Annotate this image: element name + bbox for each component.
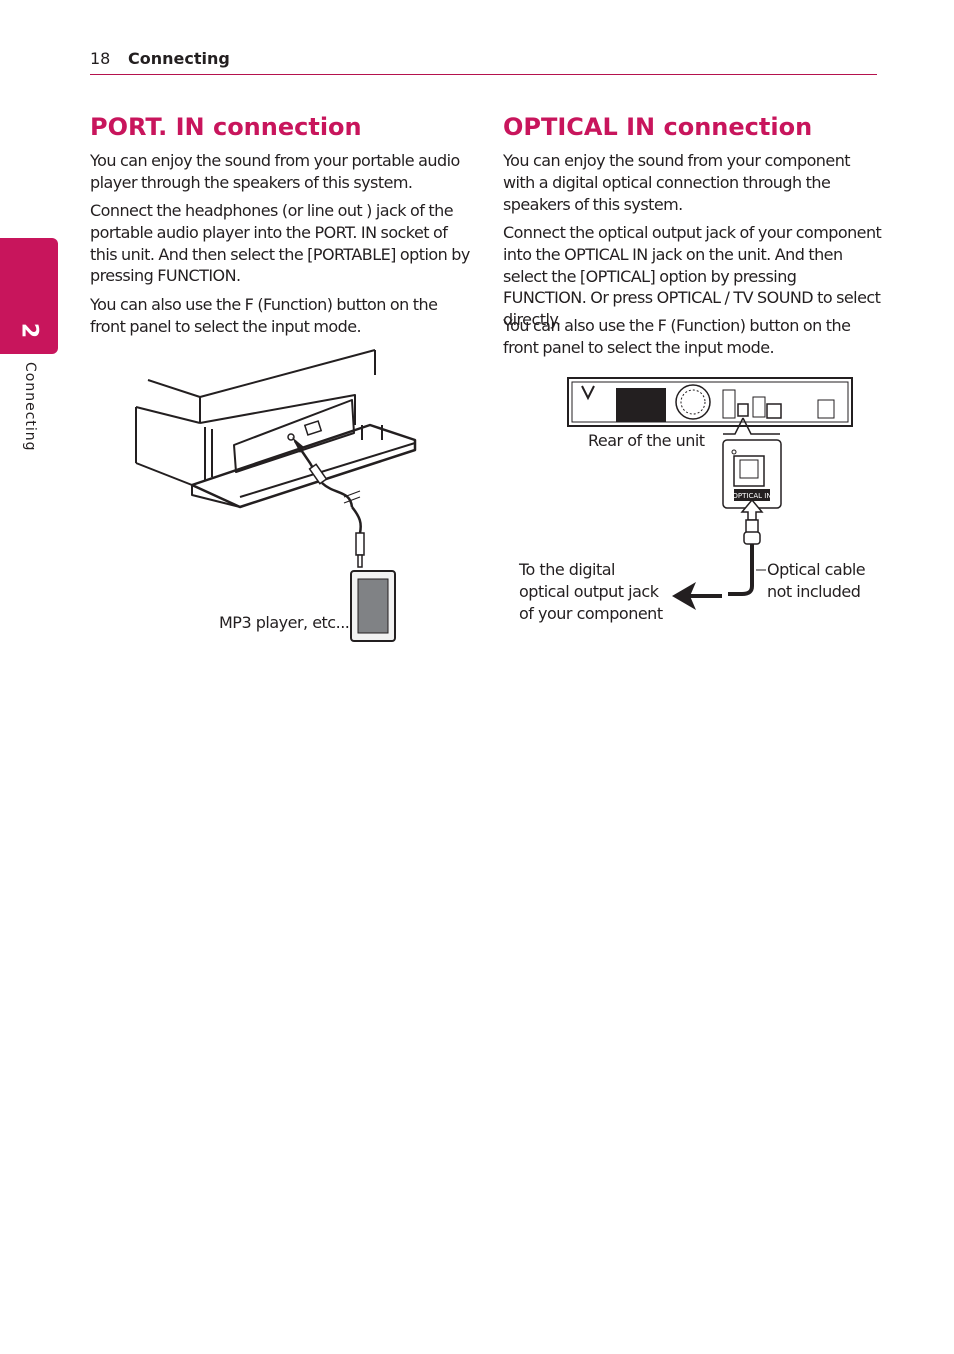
header-rule — [90, 74, 877, 75]
page-number: 18 — [90, 49, 111, 68]
port-in-illustration — [135, 349, 417, 642]
chapter-number: 2 — [16, 322, 42, 339]
port-in-title: PORT. IN connection — [90, 113, 362, 141]
port-in-para-1: You can enjoy the sound from your portab… — [90, 151, 460, 192]
optical-cable-caption-line-1: Optical cable — [767, 560, 866, 579]
optical-in-para-3: You can also use the F (Function) button… — [503, 316, 851, 357]
rear-unit-caption: Rear of the unit — [588, 431, 705, 450]
optical-in-illustration: OPTICAL IN — [567, 377, 853, 610]
optical-in-para-1: You can enjoy the sound from your compon… — [503, 151, 851, 214]
port-in-para-3: You can also use the F (Function) button… — [90, 295, 438, 336]
optical-in-title: OPTICAL IN connection — [503, 113, 813, 141]
optical-in-para-2: Connect the optical output jack of your … — [503, 223, 882, 330]
chapter-tab — [0, 238, 58, 354]
optical-jack-label: OPTICAL IN — [732, 492, 771, 500]
output-jack-caption-line-3: of your component — [519, 604, 663, 623]
output-jack-caption-line-1: To the digital — [519, 560, 616, 579]
port-in-para-2: Connect the headphones (or line out ) ja… — [90, 201, 470, 286]
chapter-label: Connecting — [22, 362, 38, 452]
mp3-player-caption: MP3 player, etc... — [219, 613, 350, 632]
optical-cable-caption-line-2: not included — [767, 582, 861, 601]
running-header: Connecting — [128, 49, 230, 68]
output-jack-caption-line-2: optical output jack — [519, 582, 659, 601]
